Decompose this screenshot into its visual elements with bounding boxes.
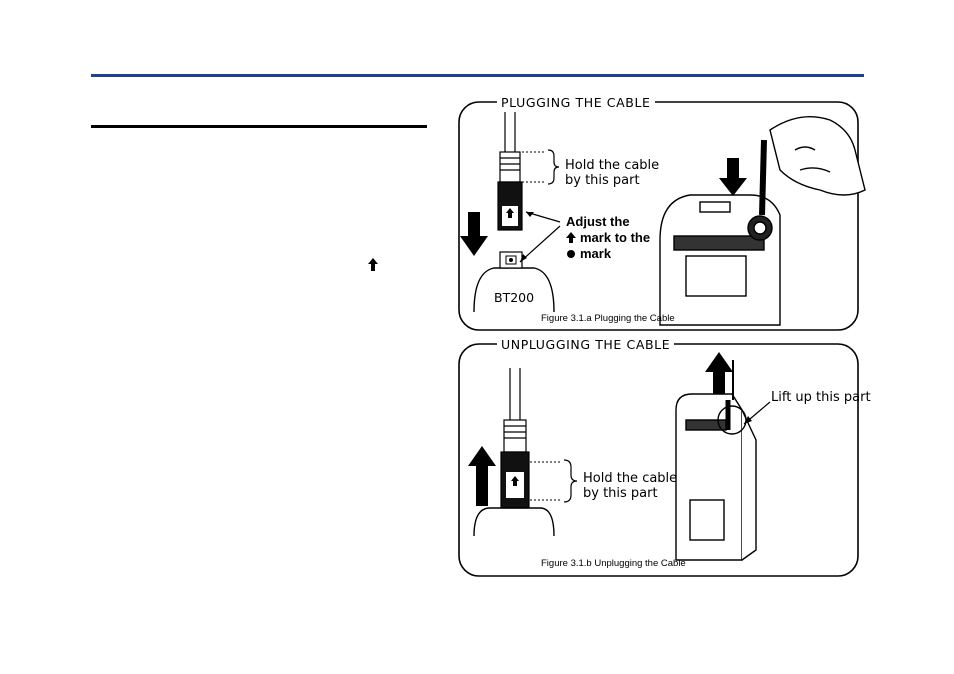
- figure-a-caption: Figure 3.1.a Plugging the Cable: [541, 313, 675, 324]
- adjust-text-line1: Adjust the: [566, 214, 630, 229]
- device-label: BT200: [494, 290, 535, 305]
- header-rule: [91, 74, 864, 77]
- section-rule: [91, 125, 427, 128]
- hold-bracket-b: [530, 461, 560, 501]
- lift-text: Lift up this part: [771, 390, 871, 405]
- brace-a: [547, 149, 560, 185]
- connector-a-arrow-mark-icon: [506, 208, 514, 218]
- down-arrow-icon: [460, 212, 488, 256]
- figure-a-title: PLUGGING THE CABLE: [497, 95, 655, 110]
- down-arrow-icon-b: [719, 158, 747, 196]
- connector-a: [497, 112, 523, 231]
- figure-a-frame: [458, 101, 859, 331]
- figure-b-caption: Figure 3.1.b Unplugging the Cable: [541, 558, 686, 569]
- bt200-device-b: [473, 507, 555, 537]
- hold-text-b-line1: Hold the cable: [583, 471, 678, 486]
- hold-bracket-a: [522, 151, 545, 183]
- hold-text-b-line2: by this part: [583, 486, 658, 501]
- adjust-up-arrow-icon: [566, 232, 576, 243]
- figure-b-title: UNPLUGGING THE CABLE: [497, 337, 675, 352]
- connector-b: [500, 368, 530, 509]
- lift-arrow-icon: [705, 352, 733, 394]
- adjust-text-line2: mark to the: [580, 230, 651, 245]
- hold-text-a-line1: Hold the cable: [565, 158, 660, 173]
- device-photo-b: [675, 360, 757, 561]
- device-photo-a: [659, 115, 866, 326]
- adjust-dot-icon: [567, 250, 575, 258]
- hold-text-a-line2: by this part: [565, 173, 640, 188]
- connector-b-arrow-mark-icon: [511, 476, 519, 486]
- up-arrow-mark-icon: [368, 258, 378, 271]
- adjust-text-line3: mark: [580, 246, 612, 261]
- up-arrow-icon: [468, 446, 496, 506]
- socket-dot-mark-icon: [509, 258, 513, 262]
- brace-b: [563, 459, 578, 503]
